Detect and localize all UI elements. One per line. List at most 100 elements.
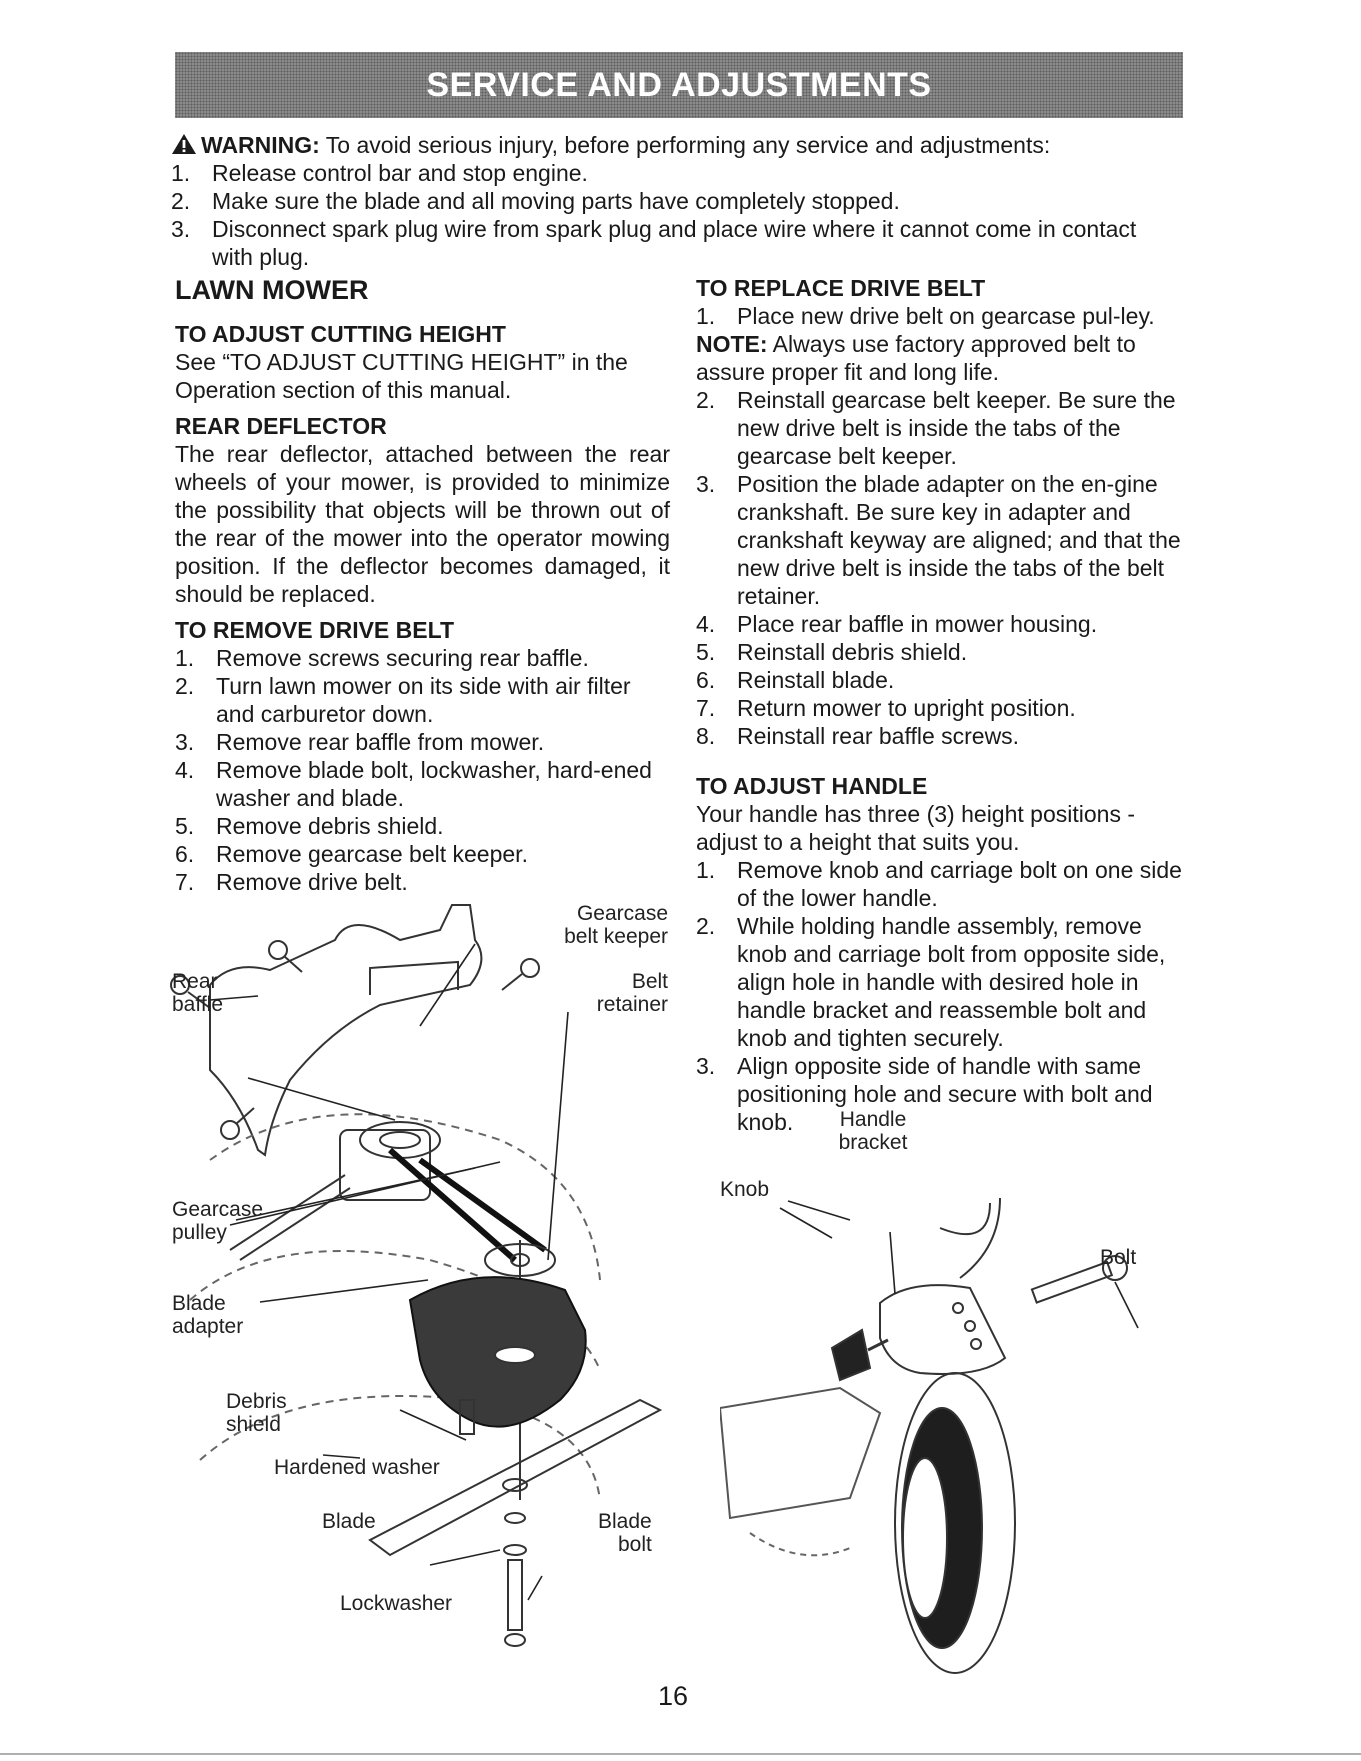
step-number: 6. (696, 667, 716, 693)
label-handle-bracket: Handle bracket (798, 1108, 948, 1154)
list-item: 1. Remove screws securing rear baffle. (175, 644, 670, 672)
warning-line: WARNING: To avoid serious injury, before… (171, 131, 1181, 159)
label-blade-adapter: Blade adapter (172, 1292, 243, 1338)
step-text: While holding handle assembly, remove kn… (737, 913, 1166, 1051)
label-line: retainer (596, 993, 668, 1016)
warning-triangle-icon (172, 134, 196, 154)
label-hardened-washer: Hardened washer (274, 1456, 440, 1479)
cutting-height-heading: TO ADJUST CUTTING HEIGHT (175, 321, 506, 347)
step-number: 8. (696, 723, 716, 749)
step-number: 3. (696, 471, 716, 497)
step-text: Position the blade adapter on the en-gin… (737, 471, 1181, 609)
adjust-handle-heading: TO ADJUST HANDLE (696, 773, 928, 799)
list-item: 1. Remove knob and carriage bolt on one s… (696, 856, 1186, 912)
label-gearcase-pulley: Gearcase pulley (172, 1198, 263, 1244)
label-line: Blade (172, 1292, 226, 1315)
step-number: 2. (696, 913, 716, 939)
list-item: 7.Remove drive belt. (175, 868, 670, 896)
label-gearcase-belt-keeper: Gearcase belt keeper (508, 902, 668, 948)
step-text: Remove blade bolt, lockwasher, hard-ened… (216, 757, 652, 811)
list-item: 6. Remove gearcase belt keeper. (175, 840, 670, 868)
step-number: 3. (696, 1053, 716, 1079)
list-item: 4.Place rear baffle in mower housing. (696, 610, 1186, 638)
step-number: 7. (696, 695, 716, 721)
step-number: 1. (696, 857, 716, 883)
step-text: Remove debris shield. (216, 813, 444, 839)
list-item: 2.Reinstall gearcase belt keeper. Be sur… (696, 386, 1186, 470)
list-item: 1.Place new drive belt on gearcase pul-l… (696, 302, 1186, 330)
step-number: 4. (696, 611, 716, 637)
label-line: Blade (598, 1510, 652, 1533)
label-line: Handle (839, 1108, 907, 1131)
step-text: Remove rear baffle from mower. (216, 729, 545, 755)
step-text: Reinstall rear baffle screws. (737, 723, 1020, 749)
step-text: Remove knob and carriage bolt on one sid… (737, 857, 1182, 911)
label-debris-shield: Debris shield (226, 1390, 287, 1436)
label-line: Gearcase (576, 902, 668, 925)
section-banner: SERVICE AND ADJUSTMENTS (175, 52, 1183, 118)
label-line: baffle (172, 993, 223, 1016)
step-number: 2. (171, 188, 191, 214)
warning-steps: 1. Release control bar and stop engine. 2… (171, 159, 1181, 271)
label-line: bolt (618, 1533, 652, 1556)
label-bolt: Bolt (1100, 1246, 1137, 1269)
step-number: 1. (175, 645, 195, 671)
label-blade-bolt: Blade bolt (598, 1510, 652, 1556)
step-text: Turn lawn mower on its side with air fil… (216, 673, 631, 727)
replace-belt-heading: TO REPLACE DRIVE BELT (696, 275, 986, 301)
bottom-rule (0, 1753, 1361, 1755)
step-number: 3. (175, 729, 195, 755)
label-line: Belt (631, 970, 668, 993)
step-number: 6. (175, 841, 195, 867)
step-number: 4. (175, 757, 195, 783)
list-item: 2. While holding handle assembly, remove … (696, 912, 1186, 1052)
list-item: 3. Position the blade adapter on the en-g… (696, 470, 1186, 610)
step-text: Remove gearcase belt keeper. (216, 841, 528, 867)
list-item: 5. Remove debris shield. (175, 812, 670, 840)
handle-bracket-illustration (720, 1198, 1139, 1674)
label-line: Debris (226, 1390, 287, 1413)
label-line: belt keeper (564, 925, 668, 948)
note: NOTE: Always use factory approved belt t… (696, 330, 1186, 386)
label-rear-baffle: Rear baffle (172, 970, 223, 1016)
page-number: 16 (658, 1681, 689, 1711)
step-text: Make sure the blade and all moving parts… (212, 188, 900, 214)
step-text: Place new drive belt on gearcase pul-ley… (737, 303, 1155, 329)
list-item: 5. Reinstall debris shield. (696, 638, 1186, 666)
list-item: 6.Reinstall blade. (696, 666, 1186, 694)
label-knob: Knob (720, 1178, 770, 1201)
drive-belt-figure: Gearcase belt keeper Belt retainer Rear … (170, 900, 670, 1690)
label-line: adapter (172, 1315, 244, 1338)
step-number: 2. (175, 673, 195, 699)
list-item: 2. Make sure the blade and all moving par… (171, 187, 1181, 215)
step-text: Release control bar and stop engine. (212, 160, 588, 186)
label-line: Rear (172, 970, 218, 993)
list-item: 3.Disconnect spark plug wire from spark … (171, 215, 1181, 271)
list-item: 4. Remove blade bolt, lockwasher, hard-en… (175, 756, 670, 812)
label-line: Gearcase (172, 1198, 264, 1221)
step-number: 7. (175, 869, 195, 895)
step-number: 5. (696, 639, 716, 665)
step-text: Align opposite side of handle with same … (737, 1053, 1153, 1135)
list-item: 2. Turn lawn mower on its side with air f… (175, 672, 670, 728)
step-number: 5. (175, 813, 195, 839)
label-line: shield (226, 1413, 281, 1436)
list-item: 3. Remove rear baffle from mower. (175, 728, 670, 756)
replace-belt-steps: 2.Reinstall gearcase belt keeper. Be sur… (696, 386, 1186, 750)
warning-label: WARNING: (201, 132, 320, 158)
adjust-handle-intro: Your handle has three (3) height positio… (696, 801, 1135, 855)
label-line: pulley (172, 1221, 227, 1244)
lawn-mower-heading: LAWN MOWER (175, 275, 369, 305)
label-belt-retainer: Belt retainer (508, 970, 668, 1016)
warning-text: To avoid serious injury, before performi… (319, 132, 1051, 158)
remove-belt-steps: 1. Remove screws securing rear baffle. 2.… (175, 644, 670, 896)
step-number: 1. (171, 160, 191, 186)
list-item: 1. Release control bar and stop engine. (171, 159, 1181, 187)
adjust-handle-steps: 1. Remove knob and carriage bolt on one s… (696, 856, 1186, 1136)
right-column: TO REPLACE DRIVE BELT 1.Place new drive … (696, 274, 1186, 1136)
step-text: Reinstall debris shield. (737, 639, 968, 665)
label-line: bracket (838, 1131, 908, 1154)
step-text: Remove screws securing rear baffle. (216, 645, 589, 671)
step-text: Reinstall gearcase belt keeper. Be sure … (737, 387, 1176, 469)
note-label: NOTE: (696, 331, 768, 357)
